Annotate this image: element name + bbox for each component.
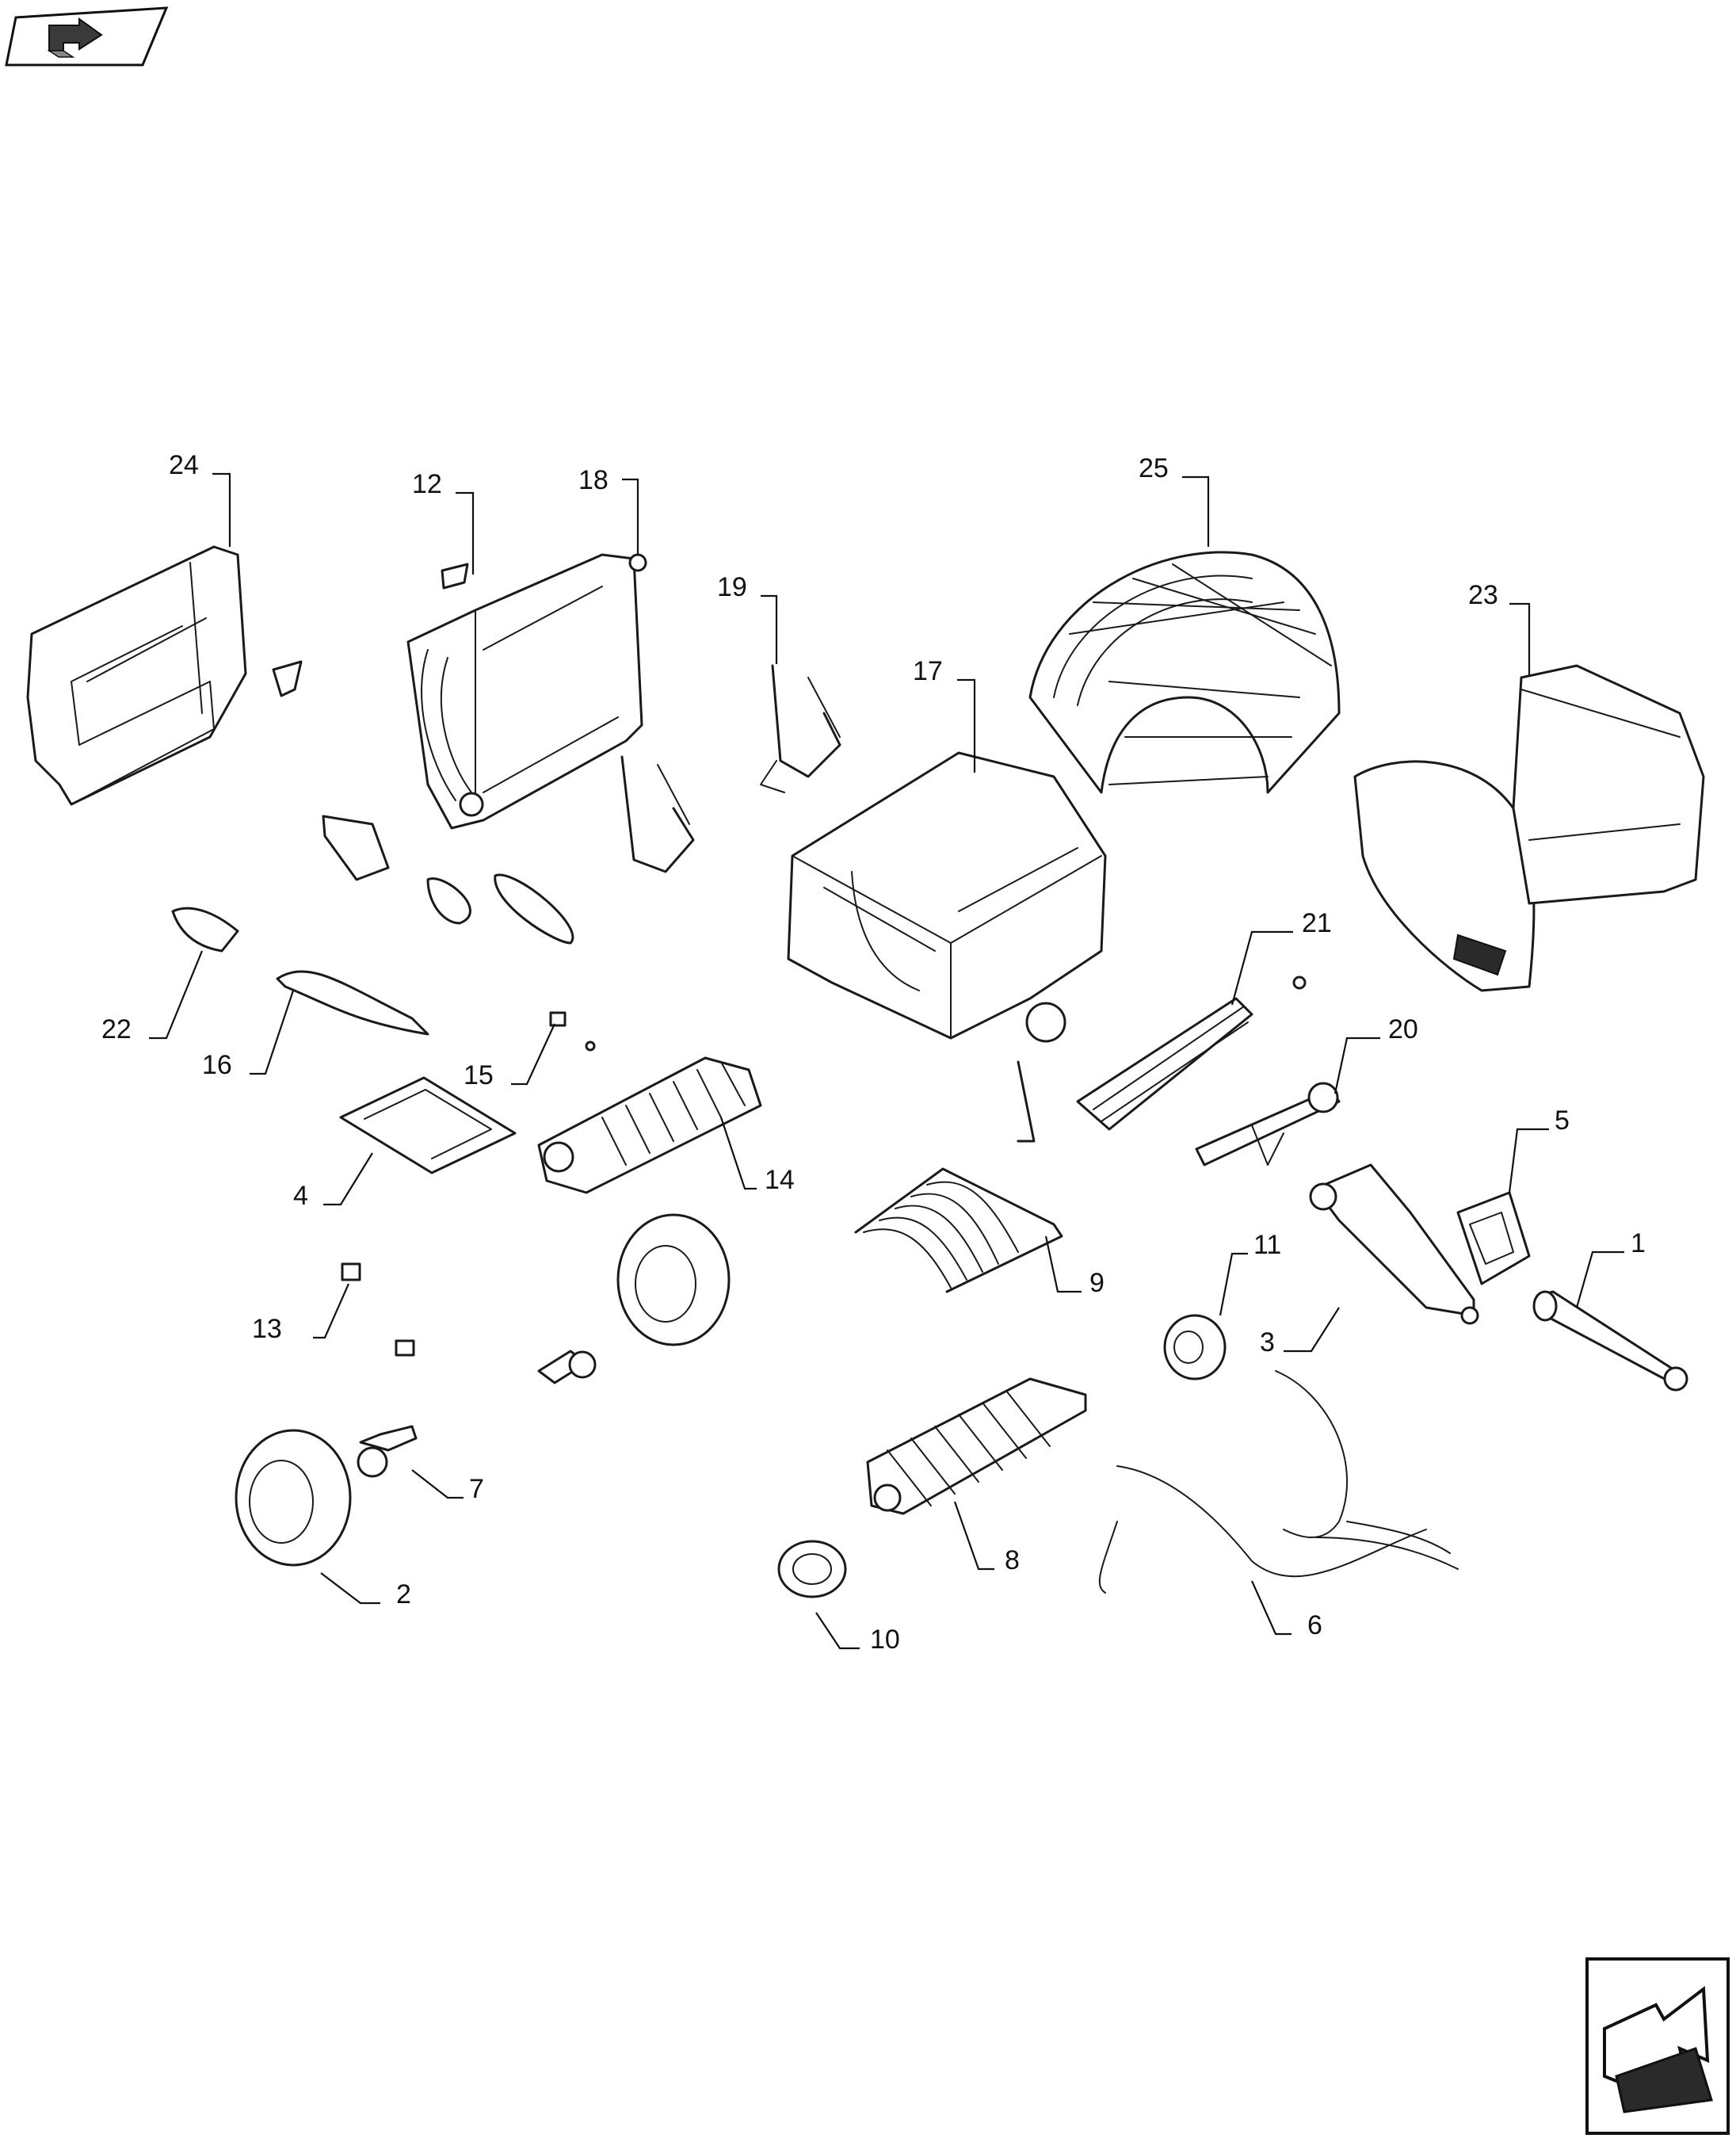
callout-2: 2 [396, 1579, 411, 1609]
callout-18: 18 [578, 465, 609, 495]
callout-9: 9 [1089, 1268, 1105, 1298]
part-5-bracket [1456, 1191, 1531, 1285]
leader-lines [149, 472, 1624, 1650]
callout-3: 3 [1260, 1327, 1275, 1357]
callout-16: 16 [202, 1050, 232, 1080]
part-10-roller [777, 1540, 847, 1598]
part-21-crop-roller [1076, 976, 1307, 1131]
part-13-clip [341, 1262, 415, 1357]
part-2-wheel [235, 1213, 731, 1567]
callout-25: 25 [1139, 453, 1169, 483]
callout-24: 24 [169, 450, 199, 480]
part-4-plate [339, 1076, 517, 1174]
return-arrow-icon [47, 17, 103, 58]
callout-22: 22 [101, 1014, 132, 1044]
next-page-arrow-icon [1603, 1986, 1713, 2113]
callout-19: 19 [717, 572, 747, 602]
part-19-linkage [620, 664, 841, 873]
callout-5: 5 [1555, 1105, 1570, 1136]
part-1-pto-shaft [1532, 1290, 1688, 1392]
part-14-rotor [537, 1056, 762, 1194]
part-23-tailgate-cover [1353, 664, 1705, 992]
part-9-tine-bars [854, 1167, 1063, 1293]
part-25-rotor-cage [1028, 551, 1341, 794]
callout-6: 6 [1307, 1610, 1322, 1640]
back-nav-button[interactable] [5, 6, 169, 67]
callout-14: 14 [765, 1165, 795, 1195]
callout-4: 4 [293, 1181, 308, 1211]
part-16-belt [276, 873, 574, 1036]
callout-20: 20 [1388, 1014, 1418, 1044]
callout-13: 13 [252, 1314, 282, 1344]
callout-8: 8 [1005, 1545, 1020, 1575]
part-24-side-shield [26, 545, 303, 806]
part-11-gauge-wheel [1163, 1314, 1227, 1380]
part-18-front-frame [406, 553, 647, 830]
part-20-bracket-bar [1195, 1082, 1341, 1166]
part-8-pickup-reel [866, 1377, 1087, 1515]
callout-12: 12 [412, 469, 442, 499]
callout-15: 15 [464, 1060, 494, 1090]
part-15-fitting [549, 1011, 596, 1052]
callout-7: 7 [469, 1474, 484, 1504]
part-6-wiring-harness [1098, 1370, 1459, 1594]
callout-11: 11 [1253, 1230, 1281, 1260]
callout-labels: 24 12 18 19 17 25 23 21 20 5 1 3 11 9 14… [101, 450, 1646, 1655]
callout-1: 1 [1631, 1228, 1646, 1258]
callout-21: 21 [1302, 908, 1332, 938]
next-page-button[interactable] [1585, 1957, 1730, 2135]
part-17-main-chassis [787, 751, 1107, 1143]
callout-17: 17 [913, 656, 943, 686]
callout-23: 23 [1468, 580, 1498, 610]
part-22-small-shield [171, 815, 390, 953]
part-7-hub [357, 1350, 597, 1478]
callout-10: 10 [870, 1625, 900, 1655]
part-3-drawbar [1309, 1163, 1479, 1325]
